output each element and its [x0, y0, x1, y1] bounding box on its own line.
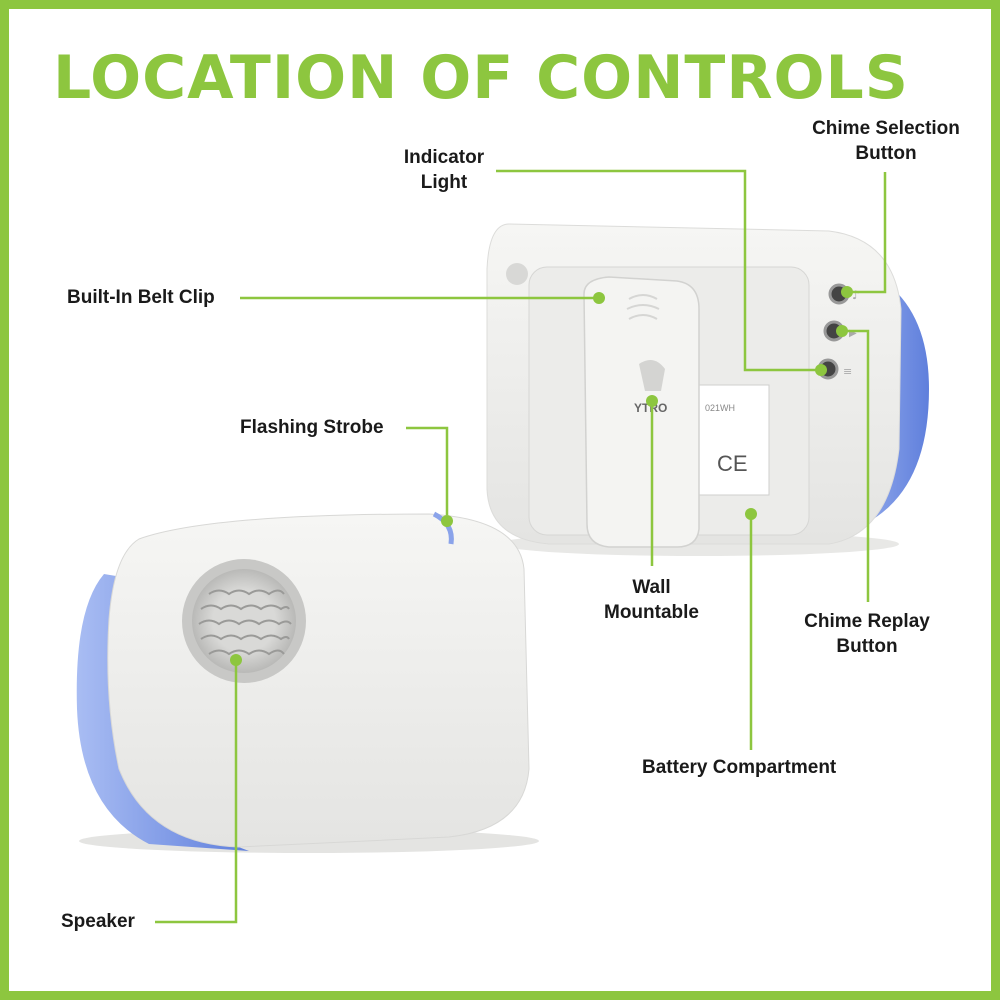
screw-hole: [506, 263, 528, 285]
back-unit-blue-band: [829, 264, 929, 534]
callout-dots: [230, 286, 853, 666]
back-unit: 021WH CE YTRO ♪ ▶ ≡: [486, 223, 929, 556]
keyhole-slot: [639, 360, 665, 391]
indicator-light-leader: [496, 169, 821, 372]
speaker-label: Speaker: [61, 911, 135, 932]
wall-mountable-label: Wall Mountable: [604, 577, 699, 623]
indicator-light-dot: [815, 364, 827, 376]
model-number: 021WH: [705, 403, 735, 413]
volume-icon: ≡: [843, 365, 852, 378]
play-icon: ▶: [849, 328, 857, 339]
battery-compartment-dot: [745, 508, 757, 520]
clip-grip-ridges: [626, 294, 660, 320]
music-note-icon: ♪: [852, 288, 860, 302]
belt-clip: [583, 276, 700, 548]
front-unit-body: [107, 513, 530, 848]
chime-selection-leader: [847, 172, 887, 294]
chime-selection-label: Chime Selection Button: [812, 118, 960, 164]
page-title: LOCATION OF CONTROLS: [53, 43, 909, 113]
brand-logo: YTRO: [634, 401, 667, 415]
chime-replay-label: Chime Replay Button: [804, 611, 930, 657]
belt-clip-dot: [593, 292, 605, 304]
speaker-holes: [198, 589, 292, 656]
battery-compartment-label: Battery Compartment: [642, 757, 837, 778]
chime-selection-dot: [841, 286, 853, 298]
speaker-dot: [230, 654, 242, 666]
flashing-strobe-leader: [406, 426, 449, 515]
chime-replay-dot: [836, 325, 848, 337]
ce-mark: CE: [717, 451, 748, 476]
front-unit: [76, 511, 539, 853]
chime-replay-leader: [842, 329, 870, 602]
flashing-strobe-dot: [441, 515, 453, 527]
flashing-strobe-label: Flashing Strobe: [240, 417, 384, 438]
callout-lines: [155, 169, 887, 924]
indicator-light-label: Indicator Light: [403, 147, 485, 193]
wall-mountable-dot: [646, 395, 658, 407]
belt-clip-label: Built-In Belt Clip: [67, 287, 215, 308]
speaker-leader: [155, 660, 238, 924]
product-label: [696, 384, 770, 496]
device-illustration: 021WH CE YTRO ♪ ▶ ≡: [76, 169, 929, 924]
